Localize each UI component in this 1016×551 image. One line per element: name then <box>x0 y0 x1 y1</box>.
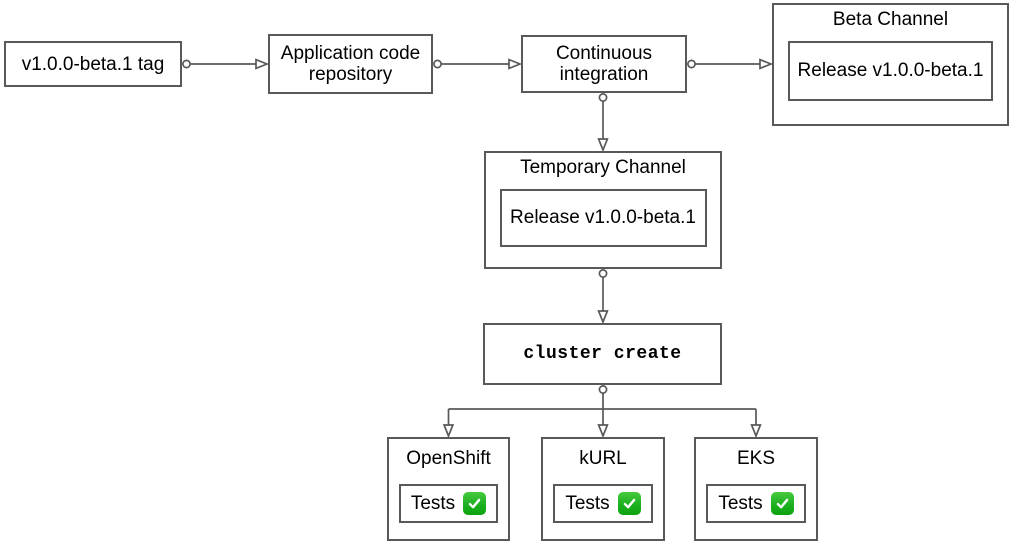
node-version-tag: v1.0.0-beta.1 tag <box>4 41 182 87</box>
group-beta-channel: Beta Channel Release v1.0.0-beta.1 <box>772 3 1009 126</box>
check-mark-icon <box>617 492 641 515</box>
node-temporary-release: Release v1.0.0-beta.1 <box>499 189 707 247</box>
arrowhead-icon <box>750 424 762 439</box>
arrowhead-icon <box>255 58 270 70</box>
arrowhead-icon <box>597 424 609 439</box>
node-continuous-integration: Continuous integration <box>521 35 687 93</box>
connector-source-dot <box>687 59 696 69</box>
tests-label: Tests <box>718 492 763 514</box>
connector-cluster-create-branch <box>447 393 757 425</box>
node-beta-release: Release v1.0.0-beta.1 <box>788 41 993 101</box>
node-tests-status: Tests <box>553 484 653 523</box>
group-title: OpenShift <box>406 448 491 469</box>
group-temporary-channel: Temporary Channel Release v1.0.0-beta.1 <box>484 151 722 269</box>
node-tests-status: Tests <box>706 484 806 523</box>
node-cluster-create-command: cluster create <box>483 323 722 385</box>
connector-source-dot <box>433 59 442 69</box>
tests-label: Tests <box>565 492 610 514</box>
check-mark-icon <box>463 492 487 515</box>
group-title: EKS <box>736 448 776 469</box>
arrowhead-icon <box>759 58 774 70</box>
arrowhead-icon <box>597 138 609 153</box>
connector-source-dot <box>598 269 608 278</box>
group-title: Temporary Channel <box>520 157 686 178</box>
node-label: Continuous integration <box>555 43 653 85</box>
node-label: Application code repository <box>280 43 421 85</box>
arrowhead-icon <box>508 58 523 70</box>
arrowhead-icon <box>597 310 609 325</box>
connector-source-dot <box>182 59 191 69</box>
group-cluster-eks: EKS Tests <box>694 437 818 541</box>
node-label: cluster create <box>523 343 682 364</box>
group-cluster-kurl: kURL Tests <box>541 437 665 541</box>
check-mark-icon <box>770 492 794 515</box>
connector-source-dot <box>598 385 608 394</box>
arrowhead-icon <box>442 424 455 439</box>
group-cluster-openshift: OpenShift Tests <box>387 437 510 541</box>
connector-source-dot <box>598 93 608 102</box>
node-label: Release v1.0.0-beta.1 <box>797 60 984 81</box>
node-tests-status: Tests <box>398 484 499 523</box>
group-title: kURL <box>579 448 627 469</box>
node-application-code-repository: Application code repository <box>268 34 433 94</box>
node-label: Release v1.0.0-beta.1 <box>510 207 696 228</box>
tests-label: Tests <box>410 492 456 514</box>
node-label: v1.0.0-beta.1 tag <box>21 53 165 75</box>
group-title: Beta Channel <box>832 9 949 30</box>
